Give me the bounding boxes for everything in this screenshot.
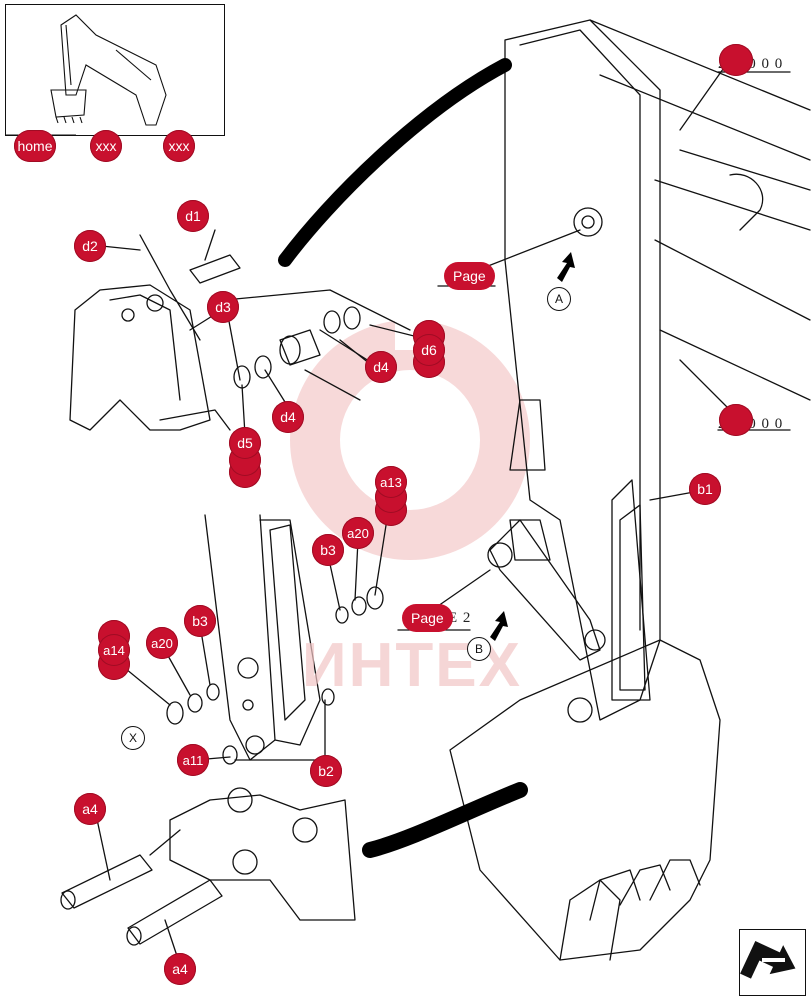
callout-a20-upper[interactable]: a20 (342, 517, 374, 549)
callout-a13[interactable]: a13 (375, 466, 407, 498)
view-marker-b: B (467, 637, 491, 661)
callout-b2[interactable]: b2 (310, 755, 342, 787)
breadcrumb-home[interactable]: home (14, 130, 56, 162)
callout-b3-lower[interactable]: b3 (184, 605, 216, 637)
watermark-text: ИНТЕХ (302, 631, 522, 700)
page-link-lower[interactable]: Page (402, 604, 453, 632)
callout-d3[interactable]: d3 (207, 291, 239, 323)
callout-d6[interactable]: d6 (413, 334, 445, 366)
view-marker-x: X (121, 726, 145, 750)
breadcrumb-level-1[interactable]: xxx (90, 130, 122, 162)
overview-thumbnail[interactable] (5, 4, 225, 136)
callout-a11[interactable]: a11 (177, 744, 209, 776)
reference-mid-bubble[interactable] (719, 404, 753, 436)
page-link-upper[interactable]: Page (444, 262, 495, 290)
page-e-lower: E 2 (448, 610, 472, 626)
view-marker-a: A (547, 287, 571, 311)
callout-d4-right[interactable]: d4 (365, 351, 397, 383)
view-arrows (490, 252, 575, 641)
breadcrumb-level-2[interactable]: xxx (163, 130, 195, 162)
return-button[interactable] (739, 929, 806, 996)
callout-d5[interactable]: d5 (229, 427, 261, 459)
excavator-thumbnail-icon (50, 14, 167, 126)
thumbnail-breadcrumb-bar (6, 134, 76, 135)
return-arrow-icon (740, 940, 796, 979)
callout-a14[interactable]: a14 (98, 634, 130, 666)
reference-top-bubble[interactable] (719, 44, 753, 76)
callout-d2[interactable]: d2 (74, 230, 106, 262)
callout-b3-upper[interactable]: b3 (312, 534, 344, 566)
callout-d4-left[interactable]: d4 (272, 401, 304, 433)
callout-a4-lower[interactable]: a4 (164, 953, 196, 985)
callout-d1[interactable]: d1 (177, 200, 209, 232)
callout-b1[interactable]: b1 (689, 473, 721, 505)
callout-a4-upper[interactable]: a4 (74, 793, 106, 825)
callout-a20-lower[interactable]: a20 (146, 627, 178, 659)
